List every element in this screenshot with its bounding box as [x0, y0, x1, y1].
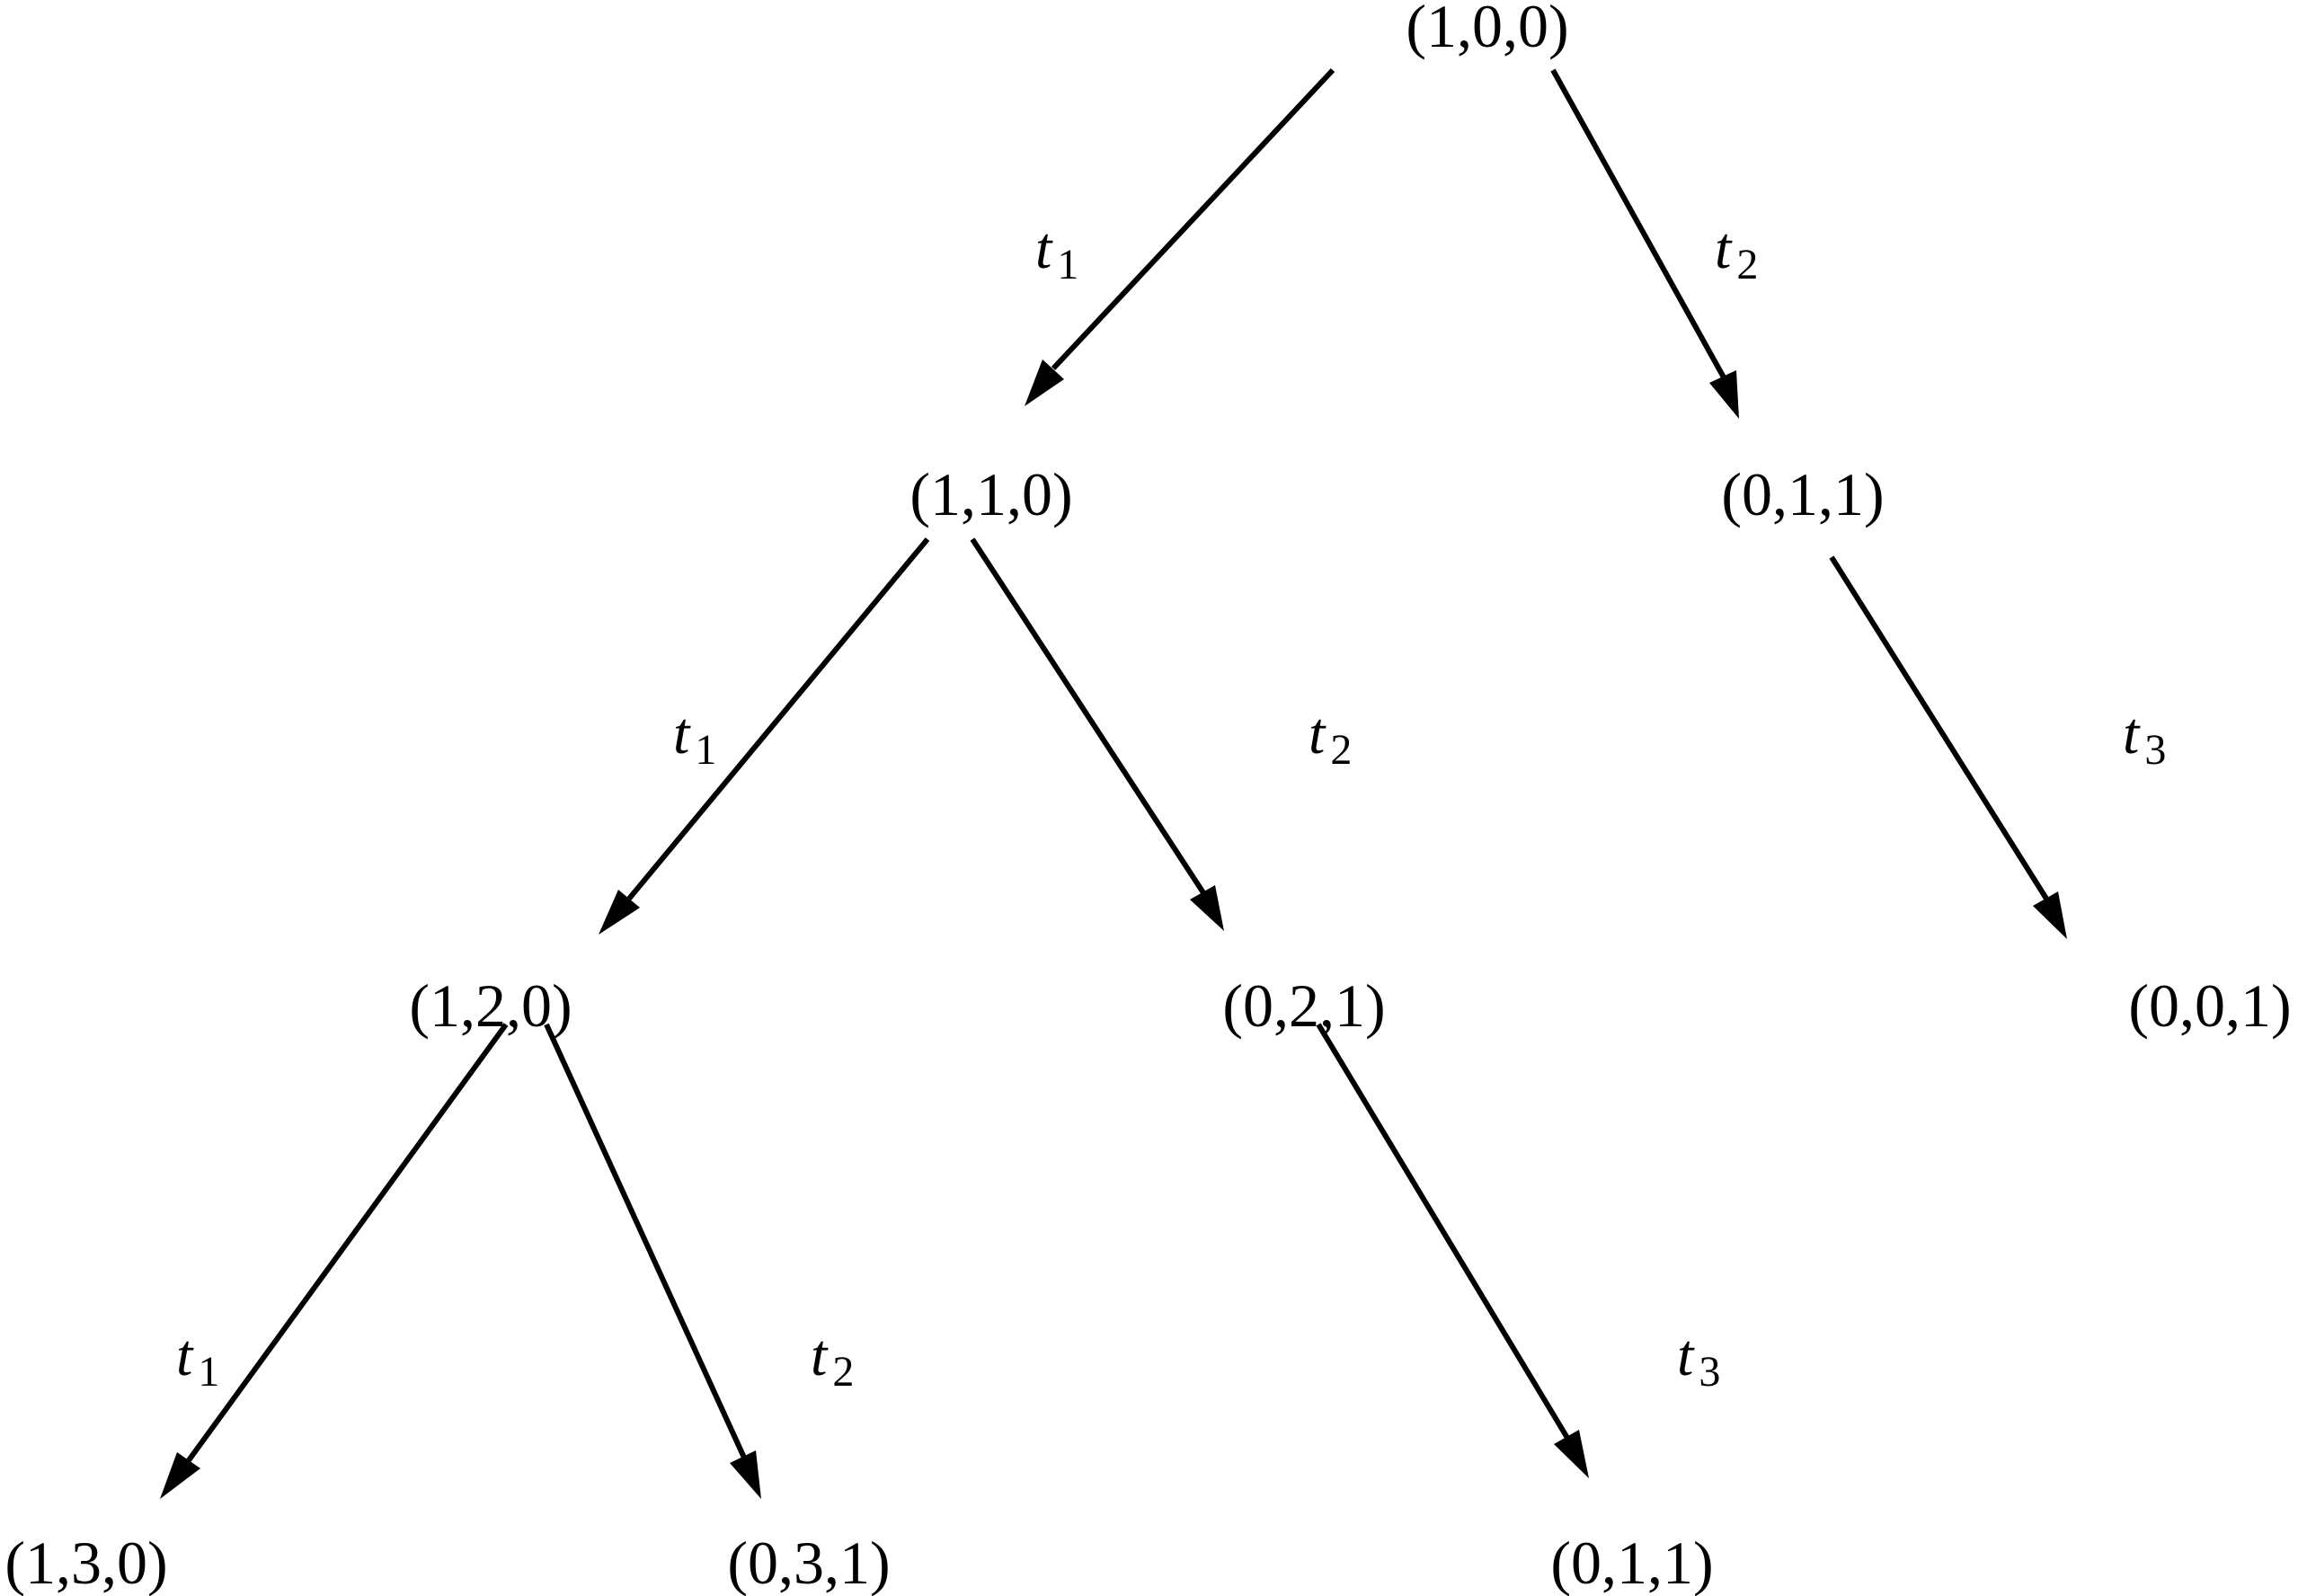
- arrowhead-e6: [160, 1452, 200, 1499]
- arrowhead-e3: [599, 890, 640, 935]
- node-0-0-1: (0,0,1): [2128, 971, 2291, 1040]
- node-1-2-0: (1,2,0): [409, 971, 572, 1040]
- arrowhead-e2: [1709, 370, 1739, 419]
- node-1-0-0: (1,0,0): [1406, 0, 1568, 60]
- nodes: (1,0,0) (1,1,0) (0,1,1) (1,2,0) (0,2,1) …: [4, 0, 2291, 1596]
- arrowhead-e8: [1554, 1430, 1589, 1478]
- arrowhead-e7: [730, 1450, 761, 1499]
- edge-line-e5: [1829, 555, 2049, 900]
- edge-line-e3: [626, 537, 930, 900]
- node-0-3-1: (0,3,1): [727, 1529, 890, 1596]
- node-0-1-1: (0,1,1): [1721, 460, 1884, 528]
- edge-line-e2: [1550, 68, 1726, 379]
- arrowhead-e5: [2033, 891, 2067, 939]
- node-1-1-0: (1,1,0): [909, 460, 1072, 528]
- edges: [160, 67, 2067, 1499]
- edge-line-e8: [1316, 1023, 1570, 1440]
- edge-line-e4: [970, 537, 1207, 896]
- node-0-1-1-leaf: (0,1,1): [1550, 1529, 1713, 1596]
- node-1-3-0: (1,3,0): [4, 1529, 167, 1596]
- edge-line-e7: [544, 1023, 747, 1459]
- edge-line-e1: [1051, 67, 1335, 371]
- node-0-2-1: (0,2,1): [1222, 971, 1385, 1040]
- edge-line-e6: [186, 1023, 509, 1462]
- arrowhead-e4: [1190, 885, 1224, 931]
- arrowhead-e1: [1025, 359, 1064, 406]
